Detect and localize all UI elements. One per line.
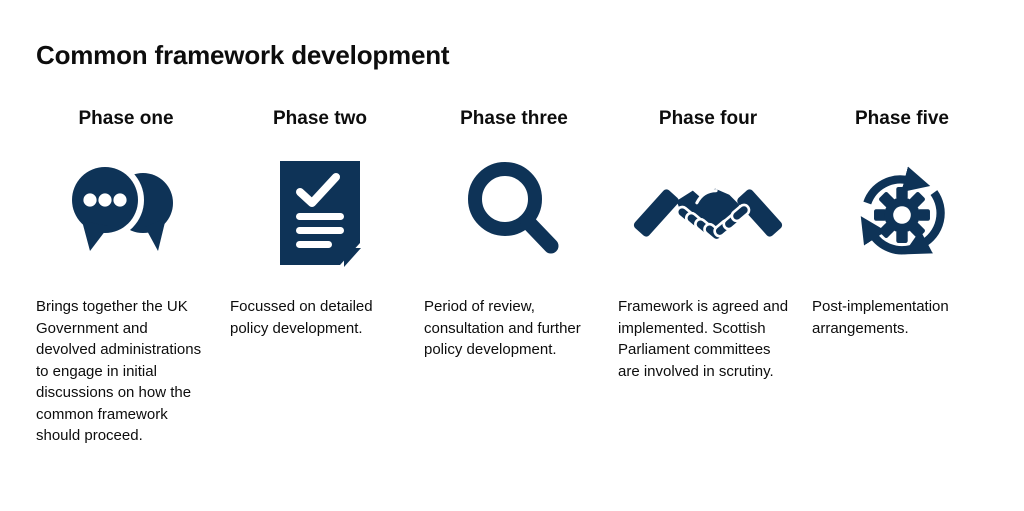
- gear-cycle-icon: [845, 142, 959, 288]
- phase-two-description: Focussed on detailed policy development.: [230, 298, 373, 337]
- phase-five-column: Phase five: [812, 106, 992, 447]
- phase-four-column: Phase four: [618, 106, 798, 447]
- phase-three-column: Phase three Period of review, consultati…: [424, 106, 604, 447]
- document-checklist-icon: [270, 142, 370, 288]
- phase-columns: Phase one Brings together the UK Governm…: [36, 106, 992, 447]
- magnifying-glass-icon: [458, 142, 570, 288]
- phase-four-label: Phase four: [658, 108, 758, 129]
- phase-two-column: Phase two Focussed on detailed policy de…: [230, 106, 410, 447]
- chat-bubbles-icon: [61, 142, 191, 288]
- phase-one-column: Phase one Brings together the UK Governm…: [36, 106, 216, 447]
- page-title: Common framework development: [36, 40, 450, 70]
- phase-three-label: Phase three: [460, 108, 568, 129]
- phase-five-description: Post-implementation arrangements.: [812, 298, 949, 337]
- phase-four-description: Framework is agreed and implemented. Sco…: [618, 298, 789, 380]
- phase-five-label: Phase five: [855, 108, 949, 129]
- phase-one-description: Brings together the UK Government and de…: [36, 298, 202, 444]
- handshake-icon: [632, 142, 784, 288]
- phase-one-label: Phase one: [78, 108, 174, 129]
- phase-three-description: Period of review, consultation and furth…: [424, 298, 581, 358]
- phase-two-label: Phase two: [273, 108, 367, 129]
